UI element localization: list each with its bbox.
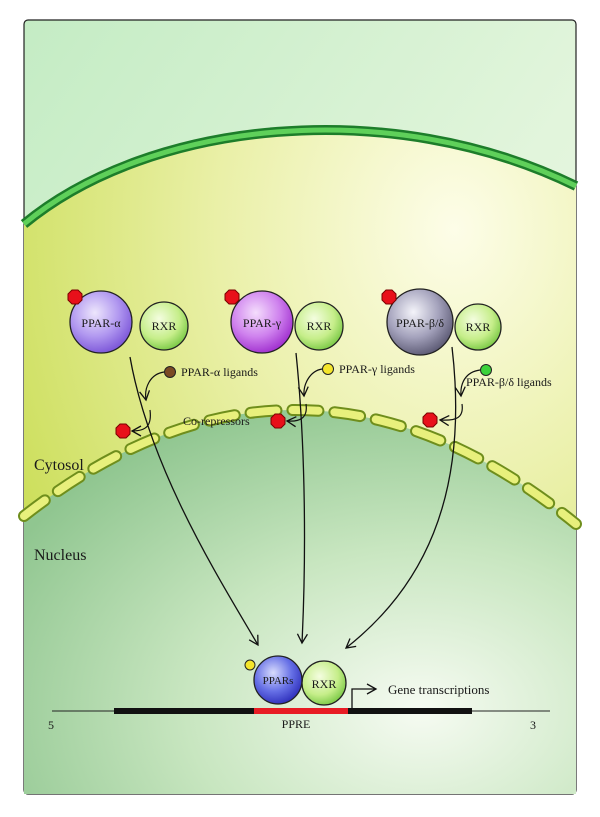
ppar-beta-delta-label: PPAR-β/δ (396, 316, 444, 330)
three-prime-label: 3 (530, 718, 536, 732)
rxr-circle (454, 303, 502, 351)
beta-delta-ligand-binding-arrow (454, 369, 481, 398)
ppar-gamma-label: PPAR-γ (243, 316, 282, 330)
co-repressor-icon (381, 289, 397, 305)
co-repressors-label: Co-repressors (183, 414, 250, 428)
beta-delta-co-repressor-release-arrow (438, 403, 463, 427)
rxr-label: RXR (307, 319, 332, 333)
rxr-label: RXR (152, 319, 177, 333)
released-co-repressor-icon (270, 413, 286, 429)
ppars-circle (253, 655, 303, 705)
ppar-gamma-ligands-label: PPAR-γ ligands (339, 362, 415, 376)
cytosol-label: Cytosol (34, 457, 84, 474)
rxr-circle (139, 301, 189, 351)
dna-segment-right (348, 708, 472, 714)
rxr-circle (294, 301, 344, 351)
ppar-beta-delta-circle (386, 288, 454, 356)
nucleus-label: Nucleus (34, 547, 86, 564)
ppar-beta-delta-ligands-label: PPAR-β/δ ligands (466, 375, 552, 389)
rxr-label: RXR (312, 677, 337, 691)
ppars-label: PPARs (263, 675, 294, 687)
alpha-ligand-binding-arrow (139, 371, 165, 402)
ppar-alpha-complex: PPAR-α RXR (67, 289, 189, 354)
beta-delta-to-nucleus-arrow (344, 346, 457, 649)
five-prime-label: 5 (48, 718, 54, 732)
ppar-gamma-circle (230, 290, 294, 354)
released-co-repressor-icon (115, 423, 131, 439)
co-repressor-icon (67, 289, 83, 305)
ppar-beta-delta-complex: PPAR-β/δ RXR (381, 288, 502, 356)
ppre-segment (254, 708, 348, 714)
ppar-alpha-ligands-label: PPAR-α ligands (181, 365, 258, 379)
ppar-gamma-ligand-icon (322, 363, 334, 375)
transcription-start-arrow (351, 683, 378, 708)
plasma-membrane-inner (22, 127, 578, 226)
bound-ligand-icon (244, 659, 256, 671)
gene-transcriptions-label: Gene transcriptions (388, 682, 489, 697)
ppar-alpha-circle (69, 290, 133, 354)
dna-segment-left (114, 708, 254, 714)
ppar-gamma-complex: PPAR-γ RXR (224, 289, 344, 354)
nuclear-envelope-inner (20, 406, 580, 528)
alpha-co-repressor-release-arrow (130, 409, 151, 437)
released-co-repressor-icon (422, 412, 438, 428)
nuclear-ppars-rxr-complex: PPARs RXR (244, 655, 347, 706)
nucleus-region (24, 409, 576, 794)
ppar-beta-delta-ligand-icon (480, 364, 492, 376)
ppre-label: PPRE (282, 717, 311, 731)
gamma-ligand-binding-arrow (297, 368, 323, 398)
ppar-alpha-ligand-icon (164, 366, 176, 378)
rxr-label: RXR (466, 320, 491, 334)
gamma-co-repressor-release-arrow (285, 403, 307, 428)
co-repressor-icon (224, 289, 240, 305)
ppar-alpha-label: PPAR-α (81, 316, 121, 330)
